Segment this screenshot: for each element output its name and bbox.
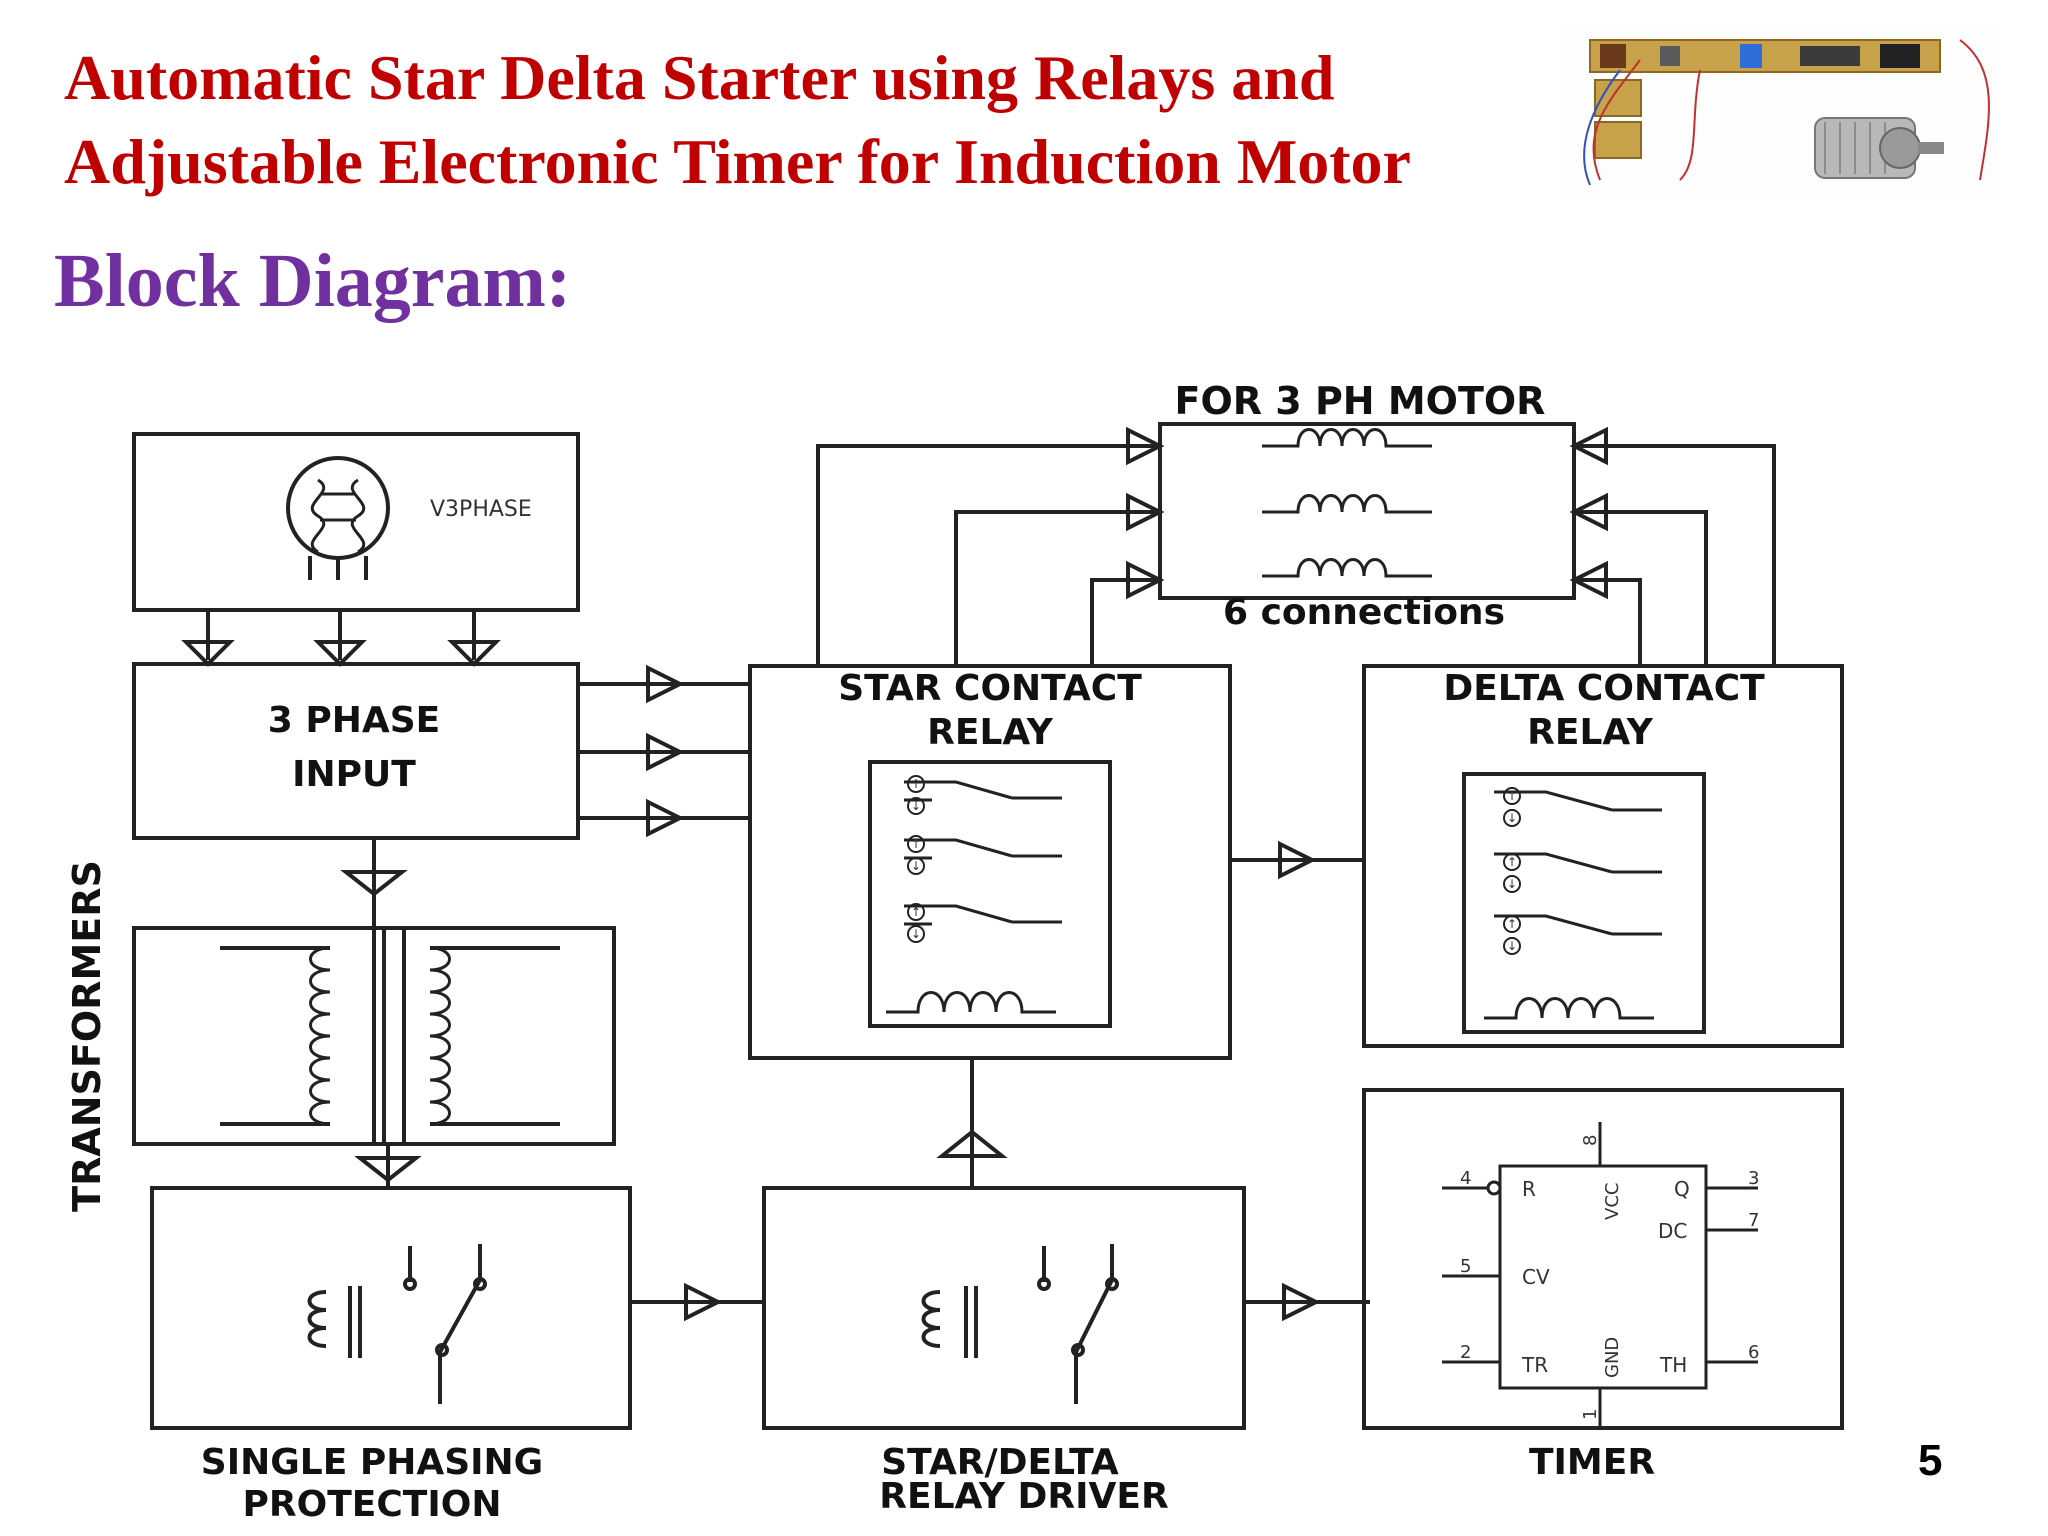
motor-windings-block [1158,422,1576,600]
delta-relay-label-2: RELAY [1527,712,1654,753]
single-phasing-label-1: SINGLE PHASING [201,1442,543,1483]
supply-label: V3PHASE [430,497,532,522]
motor-photo-icon [1814,117,1944,179]
single-phasing-label-2: PROTECTION [243,1484,502,1525]
star-relay-label-2: RELAY [927,712,1054,753]
delta-contact-relay-block [1362,664,1844,1048]
svg-text:↓: ↓ [911,799,921,813]
star-relay-label-1: STAR CONTACT [838,668,1142,709]
three-phase-source-block [132,432,580,612]
pin-7: 7 [1748,1210,1759,1231]
svg-text:↑: ↑ [911,837,921,851]
svg-text:↓: ↓ [1507,877,1517,891]
svg-text:↓: ↓ [1507,811,1517,825]
pcb-photo-icon [1560,24,2000,194]
driver-label-1: STAR/DELTA [881,1442,1119,1483]
svg-text:↑: ↑ [911,777,921,791]
star-relay-contacts [868,760,1112,1028]
pin-8: 8 [1580,1135,1601,1146]
svg-text:↑: ↑ [1507,917,1517,931]
three-phase-input-block [132,662,580,840]
svg-text:↑: ↑ [1507,855,1517,869]
pin-1: 1 [1580,1409,1601,1420]
delta-relay-contacts [1462,772,1706,1034]
pin-name-r: R [1522,1177,1536,1201]
motor-label: FOR 3 PH MOTOR [1175,379,1546,423]
pin-name-vcc: VCC [1602,1183,1623,1220]
pin-6: 6 [1748,1342,1759,1363]
pin-3: 3 [1748,1168,1759,1189]
transformers-label: TRANSFORMERS [65,860,109,1212]
single-phasing-block [150,1186,632,1430]
phase-input-label-2: INPUT [292,754,416,795]
svg-text:↓: ↓ [911,859,921,873]
timer-block [1362,1088,1844,1430]
delta-relay-label-1: DELTA CONTACT [1443,668,1765,709]
pin-5: 5 [1460,1256,1471,1277]
slide-title-line1: Automatic Star Delta Starter using Relay… [64,42,1335,113]
pin-name-th: TH [1659,1353,1687,1377]
page-number: 5 [1918,1436,1943,1485]
pin-name-dc: DC [1658,1219,1687,1243]
relay-driver-block [762,1186,1246,1430]
pin-name-q: Q [1674,1177,1690,1201]
pin-4: 4 [1460,1168,1471,1189]
timer-label: TIMER [1529,1442,1655,1483]
slide-title-line2: Adjustable Electronic Timer for Inductio… [64,126,1411,197]
motor-connections-label: 6 connections [1223,592,1505,633]
svg-text:↓: ↓ [1507,939,1517,953]
phase-input-label-1: 3 PHASE [268,700,440,741]
svg-text:↑: ↑ [911,905,921,919]
pin-name-cv: CV [1522,1265,1550,1289]
generator-icon [286,456,390,560]
svg-text:↑: ↑ [1507,789,1517,803]
svg-text:↓: ↓ [911,927,921,941]
section-heading: Block Diagram: [54,239,572,323]
driver-label-2: RELAY DRIVER [879,1476,1168,1517]
pin-name-tr: TR [1521,1353,1548,1377]
slide-title: Automatic Star Delta Starter using Relay… [64,36,1411,204]
pin-2: 2 [1460,1342,1471,1363]
pin-name-gnd: GND [1602,1337,1623,1378]
